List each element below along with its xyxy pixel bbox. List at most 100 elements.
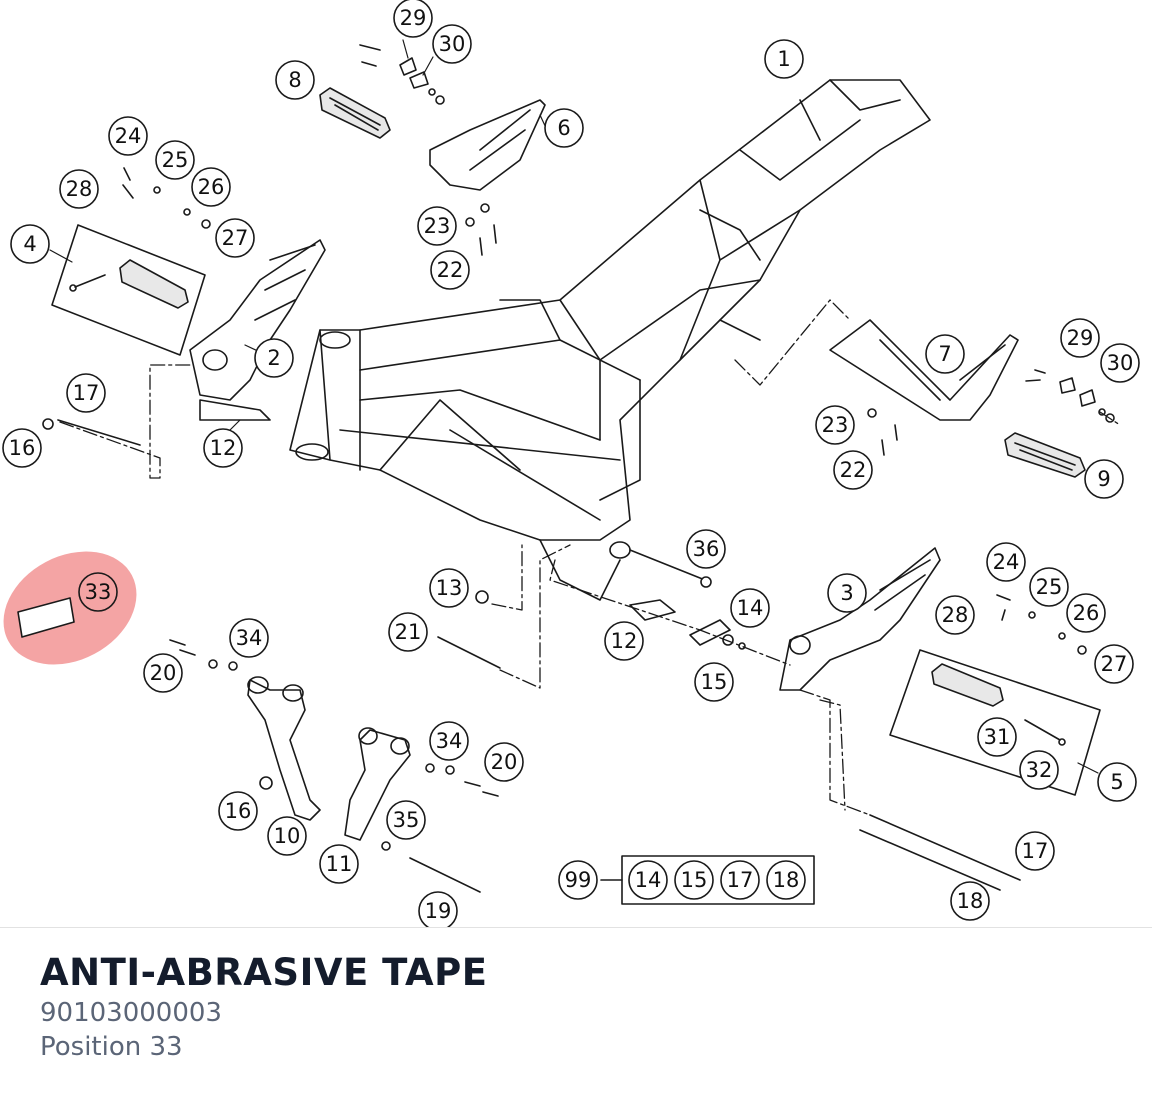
callout-23b[interactable]: 23 [815, 405, 855, 445]
callout-99[interactable]: 99 [558, 860, 598, 900]
callout-28b[interactable]: 28 [935, 595, 975, 635]
callout-circle [766, 860, 806, 900]
callout-34b[interactable]: 34 [429, 721, 469, 761]
callout-27b[interactable]: 27 [1094, 644, 1134, 684]
position-33-highlight [3, 551, 137, 665]
callout-35[interactable]: 35 [386, 800, 426, 840]
callout-label: 8 [288, 68, 301, 92]
callout-30b[interactable]: 30 [1100, 343, 1140, 383]
callout-circle [430, 250, 470, 290]
callout-label: 29 [1067, 326, 1094, 350]
callout-25a[interactable]: 25 [155, 140, 195, 180]
callout-12b[interactable]: 12 [604, 621, 644, 661]
small-hardware [42, 44, 1115, 851]
callout-label: 20 [150, 661, 177, 685]
callout-29a[interactable]: 29 [393, 0, 433, 38]
heel-guard-6 [429, 99, 546, 191]
callout-11[interactable]: 11 [319, 844, 359, 884]
callout-36[interactable]: 36 [686, 529, 726, 569]
callout-5[interactable]: 5 [1097, 762, 1137, 802]
callout-27a[interactable]: 27 [215, 218, 255, 258]
callout-6[interactable]: 6 [544, 108, 584, 148]
callout-9[interactable]: 9 [1084, 459, 1124, 499]
slider-14 [689, 619, 731, 646]
callout-15a[interactable]: 15 [694, 662, 734, 702]
callout-16b[interactable]: 16 [218, 791, 258, 831]
callout-label: 22 [840, 458, 867, 482]
callout-label: 10 [274, 824, 301, 848]
callout-label: 7 [938, 342, 951, 366]
callout-circle [1084, 459, 1124, 499]
callout-1[interactable]: 1 [764, 39, 804, 79]
callout-17a[interactable]: 17 [66, 373, 106, 413]
callout-28a[interactable]: 28 [59, 169, 99, 209]
callout-circle [694, 662, 734, 702]
callout-34a[interactable]: 34 [229, 618, 269, 658]
callout-label: 30 [1107, 351, 1134, 375]
callout-23a[interactable]: 23 [417, 206, 457, 246]
callout-8[interactable]: 8 [275, 60, 315, 100]
callout-label: 3 [840, 581, 853, 605]
callout-label: 33 [85, 580, 112, 604]
callout-circle [1015, 831, 1055, 871]
callout-18b[interactable]: 18 [950, 881, 990, 921]
callout-circle [925, 334, 965, 374]
callout-circle [827, 573, 867, 613]
callout-circle [254, 338, 294, 378]
callout-label: 27 [1101, 652, 1128, 676]
callout-20a[interactable]: 20 [143, 653, 183, 693]
callout-16a[interactable]: 16 [2, 428, 42, 468]
callout-label: 35 [393, 808, 420, 832]
callout-15b[interactable]: 15 [674, 860, 714, 900]
caption-divider [0, 927, 1152, 928]
callout-19[interactable]: 19 [418, 891, 458, 928]
anti-abrasive-tape-part[interactable] [17, 597, 75, 638]
callout-circle [143, 653, 183, 693]
callout-label: 16 [9, 436, 36, 460]
callout-17b[interactable]: 17 [720, 860, 760, 900]
callout-24a[interactable]: 24 [108, 116, 148, 156]
callout-circle [429, 568, 469, 608]
callout-31[interactable]: 31 [977, 717, 1017, 757]
callout-label: 14 [737, 596, 764, 620]
callout-24b[interactable]: 24 [986, 542, 1026, 582]
callout-label: 23 [424, 214, 451, 238]
callout-12a[interactable]: 12 [203, 428, 243, 468]
callout-label: 21 [395, 620, 422, 644]
callout-3[interactable]: 3 [827, 573, 867, 613]
callout-label: 16 [225, 799, 252, 823]
callout-26b[interactable]: 26 [1066, 593, 1106, 633]
heel-guard-7 [829, 319, 1019, 421]
callout-label: 13 [436, 576, 463, 600]
bracket-10 [247, 676, 321, 821]
callout-circle [1066, 593, 1106, 633]
callout-label: 25 [1036, 575, 1063, 599]
callout-13[interactable]: 13 [429, 568, 469, 608]
callout-label: 12 [210, 436, 237, 460]
callout-33[interactable]: 33 [78, 572, 118, 612]
callout-14b[interactable]: 14 [628, 860, 668, 900]
callout-25b[interactable]: 25 [1029, 567, 1069, 607]
callout-circle [429, 721, 469, 761]
callout-label: 14 [635, 868, 662, 892]
callout-circle [604, 621, 644, 661]
callout-18a[interactable]: 18 [766, 860, 806, 900]
callout-21[interactable]: 21 [388, 612, 428, 652]
callout-26a[interactable]: 26 [191, 167, 231, 207]
callout-32[interactable]: 32 [1019, 750, 1059, 790]
callout-2[interactable]: 2 [254, 338, 294, 378]
callout-label: 24 [993, 550, 1020, 574]
callout-29b[interactable]: 29 [1060, 318, 1100, 358]
callout-17c[interactable]: 17 [1015, 831, 1055, 871]
callout-label: 24 [115, 124, 142, 148]
callout-circle [59, 169, 99, 209]
callout-22a[interactable]: 22 [430, 250, 470, 290]
callout-20b[interactable]: 20 [484, 742, 524, 782]
callout-10[interactable]: 10 [267, 816, 307, 856]
part-number: 90103000003 [40, 998, 222, 1028]
callout-7[interactable]: 7 [925, 334, 965, 374]
callout-22b[interactable]: 22 [833, 450, 873, 490]
callout-14a[interactable]: 14 [730, 588, 770, 628]
callout-4[interactable]: 4 [10, 224, 50, 264]
callout-30a[interactable]: 30 [432, 24, 472, 64]
